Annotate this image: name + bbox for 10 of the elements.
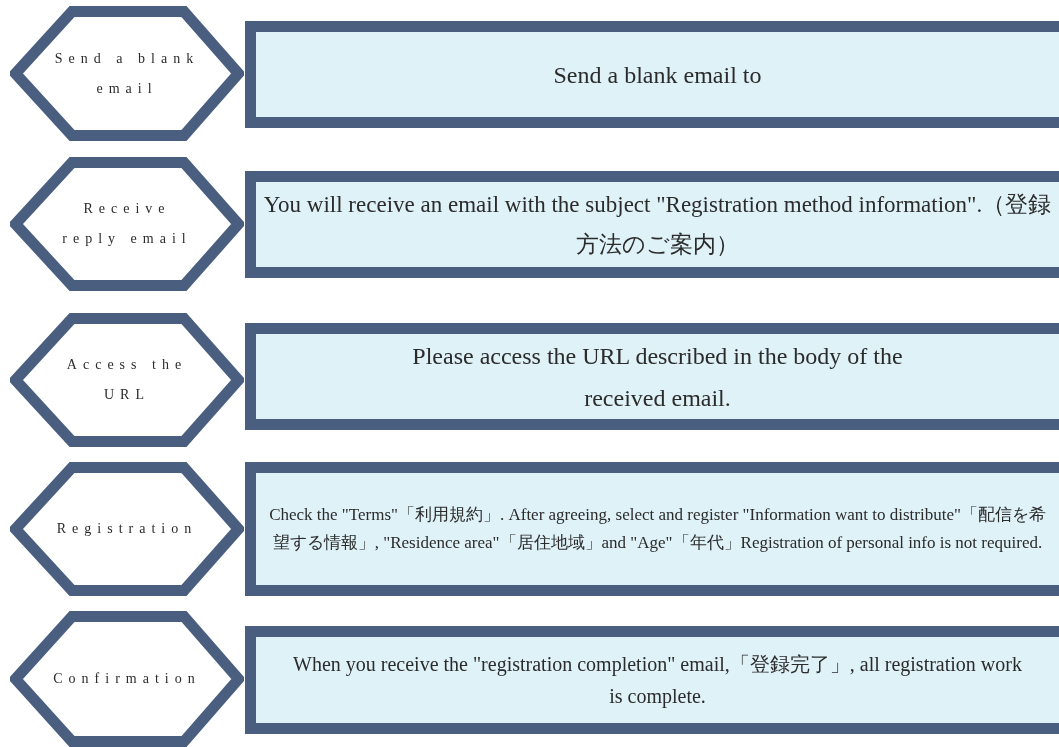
description-box: When you receive the "registration completion" email,「登録完了」, all registration work is complete. xyxy=(245,626,1059,734)
step-hexagon: Receive reply email xyxy=(10,157,244,291)
step-hexagon: Confirmation xyxy=(10,611,244,747)
description-box: Please access the URL described in the body of the received email. xyxy=(245,323,1059,430)
step-hexagon: Send a blank email xyxy=(10,6,244,141)
description-box: Send a blank email to xyxy=(245,21,1059,128)
step-hexagon: Registration xyxy=(10,462,244,596)
step-hexagon: Access the URL xyxy=(10,313,244,447)
description-box: Check the "Terms"「利用規約」. After agreeing, select and register "Information want to distribute"「配信を希望する情報」, "Residence area"「居住地域」and "Age"「年代」Registration of personal info is not required. xyxy=(245,462,1059,596)
description-box: You will receive an email with the subject "Registration method information".（登録方法のご案内） xyxy=(245,171,1059,278)
